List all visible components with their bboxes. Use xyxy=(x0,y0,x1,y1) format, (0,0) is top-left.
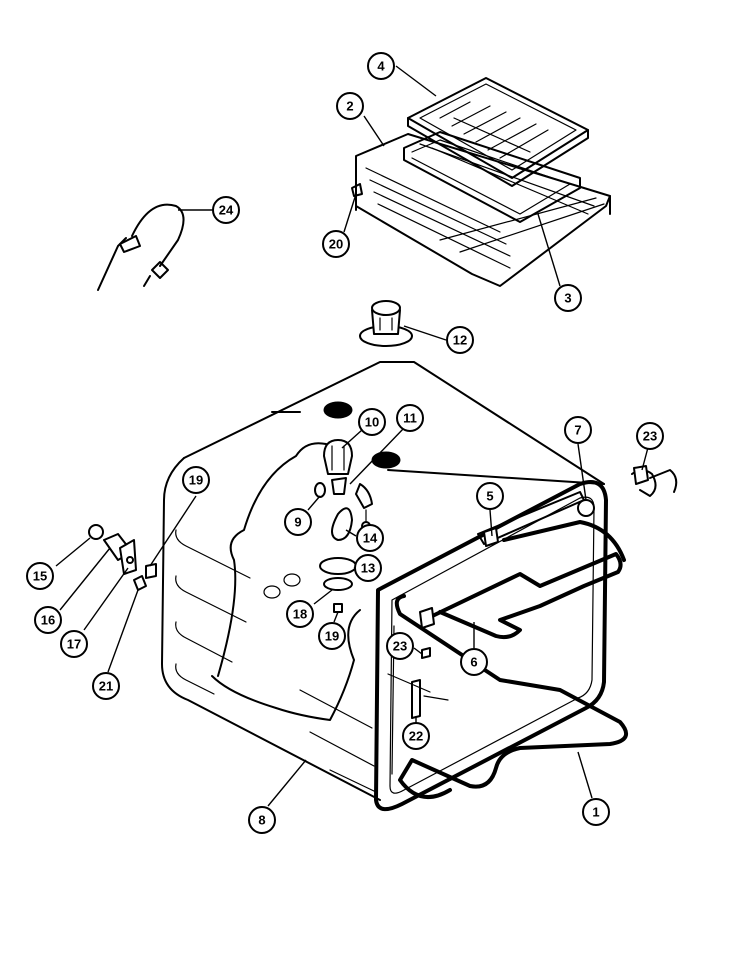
side-hardware xyxy=(88,524,157,591)
svg-text:18: 18 xyxy=(293,607,307,622)
svg-text:9: 9 xyxy=(294,515,301,530)
callout-19-lower: 19 xyxy=(318,622,346,650)
callout-14: 14 xyxy=(356,524,384,552)
svg-text:7: 7 xyxy=(574,423,581,438)
svg-text:8: 8 xyxy=(258,813,265,828)
svg-text:20: 20 xyxy=(329,237,343,252)
callout-23-right: 23 xyxy=(636,422,664,450)
callout-22: 21 xyxy=(92,672,120,700)
callout-17: 17 xyxy=(60,630,88,658)
callout-8: 8 xyxy=(248,806,276,834)
svg-text:22: 22 xyxy=(409,729,423,744)
bake-element xyxy=(394,594,629,800)
svg-text:16: 16 xyxy=(41,613,55,628)
svg-text:6: 6 xyxy=(470,655,477,670)
svg-text:12: 12 xyxy=(453,333,467,348)
svg-text:17: 17 xyxy=(67,637,81,652)
callout-24: 24 xyxy=(212,196,240,224)
svg-text:5: 5 xyxy=(486,489,493,504)
broiler-pan xyxy=(407,77,589,187)
svg-text:24: 24 xyxy=(219,203,234,218)
svg-text:15: 15 xyxy=(33,569,47,584)
callout-3: 3 xyxy=(554,284,582,312)
callout-9: 9 xyxy=(284,508,312,536)
svg-text:19: 19 xyxy=(325,629,339,644)
callout-18: 18 xyxy=(286,600,314,628)
leader-lines xyxy=(55,65,651,807)
svg-text:21: 21 xyxy=(99,679,113,694)
oven-rack xyxy=(351,133,611,287)
callout-16: 16 xyxy=(34,606,62,634)
callout-1: 1 xyxy=(582,798,610,826)
oven-sensor-probe xyxy=(97,203,185,291)
callout-5: 5 xyxy=(476,482,504,510)
callout-11: 11 xyxy=(396,404,424,432)
svg-text:14: 14 xyxy=(363,531,378,546)
callout-15: 15 xyxy=(26,562,54,590)
callout-4: 4 xyxy=(367,52,395,80)
svg-text:19: 19 xyxy=(189,473,203,488)
svg-text:3: 3 xyxy=(564,291,571,306)
svg-text:23: 23 xyxy=(643,429,657,444)
lamp-socket-part xyxy=(359,300,413,347)
callout-13: 13 xyxy=(354,554,382,582)
svg-text:10: 10 xyxy=(365,415,379,430)
callout-21: 20 xyxy=(322,230,350,258)
callout-23-left: 23 xyxy=(386,632,414,660)
callout-19-upper: 19 xyxy=(182,466,210,494)
svg-text:23: 23 xyxy=(393,639,407,654)
svg-text:1: 1 xyxy=(592,805,599,820)
callout-12: 12 xyxy=(446,326,474,354)
oven-light-assembly xyxy=(314,439,373,613)
svg-text:2: 2 xyxy=(346,99,353,114)
callout-6: 6 xyxy=(460,648,488,676)
broil-element xyxy=(419,520,626,640)
oven-cavity xyxy=(161,361,608,812)
callouts: 4 2 20 3 24 12 10 11 9 14 13 18 19 19 15… xyxy=(26,52,664,834)
callout-10: 10 xyxy=(358,408,386,436)
callout-20: 22 xyxy=(402,722,430,750)
svg-text:11: 11 xyxy=(403,411,417,426)
callout-2: 2 xyxy=(336,92,364,120)
svg-text:13: 13 xyxy=(361,561,375,576)
svg-text:4: 4 xyxy=(377,59,385,74)
callout-7: 7 xyxy=(564,416,592,444)
misc-brackets xyxy=(387,465,678,719)
